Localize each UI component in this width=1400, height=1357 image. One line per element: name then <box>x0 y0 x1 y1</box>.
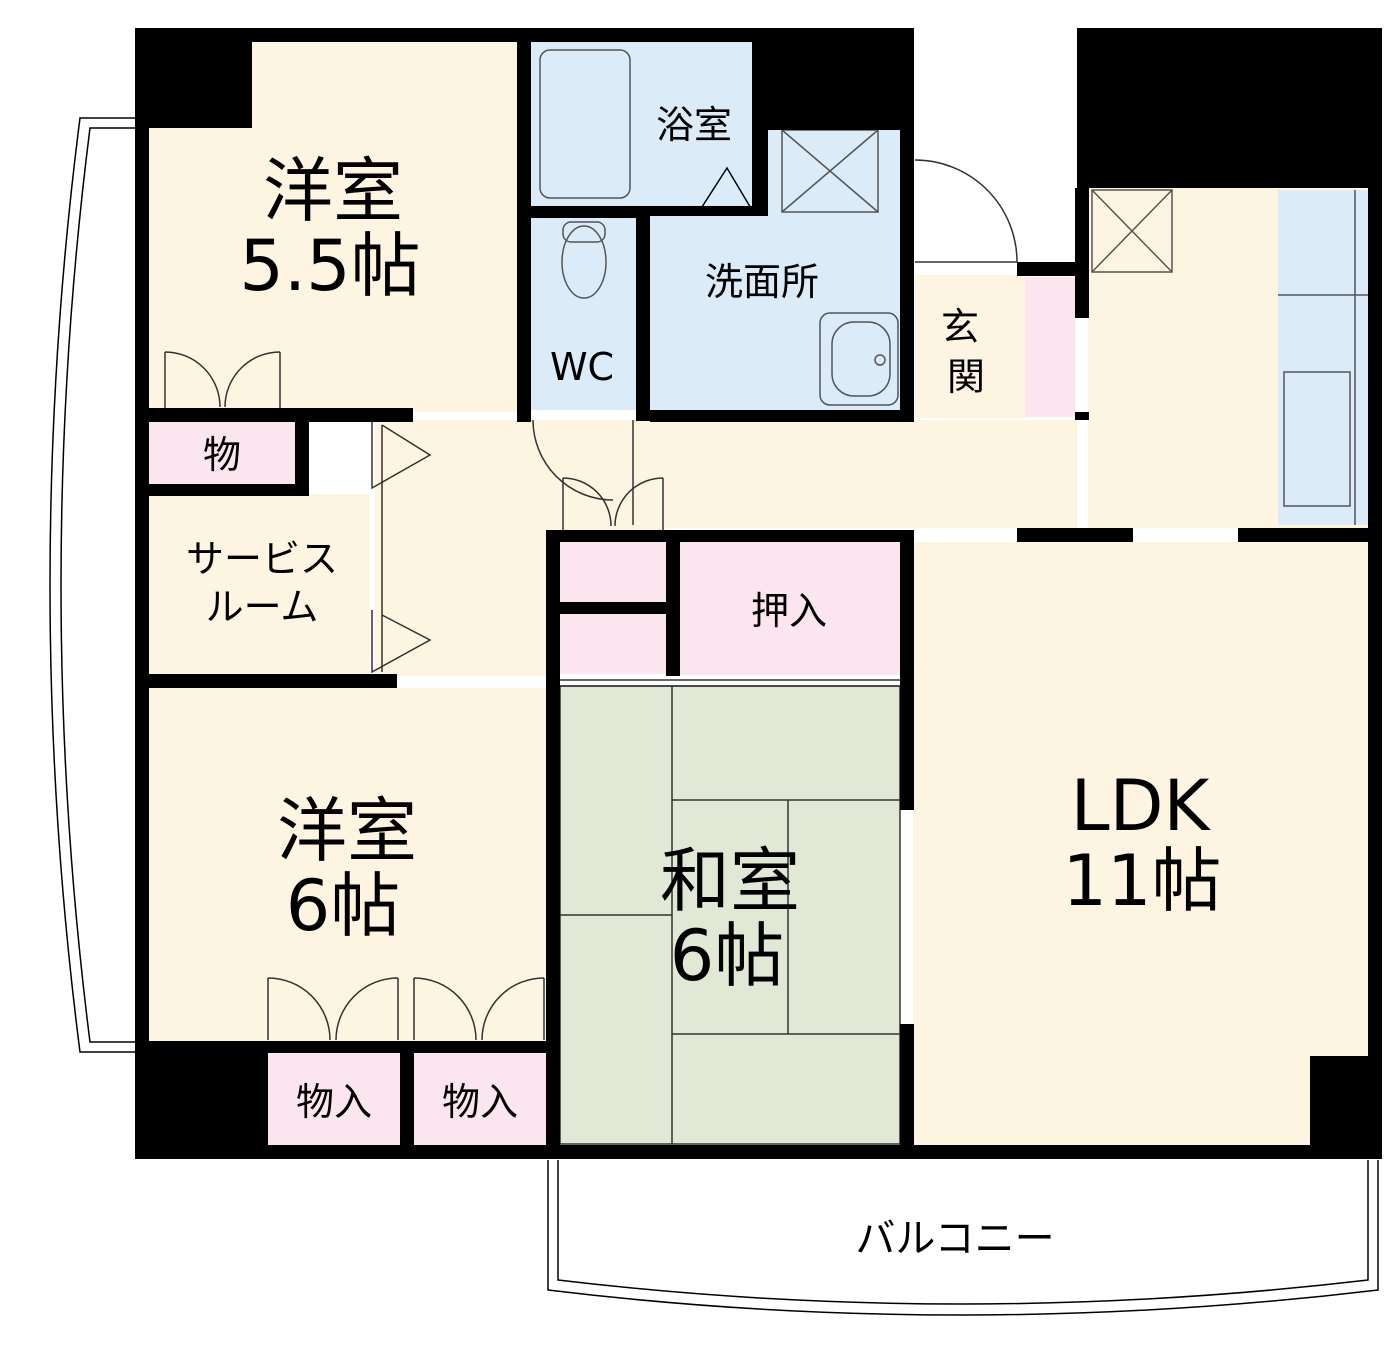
floor-hallway <box>308 420 1077 676</box>
wall-corner-tr <box>1077 28 1382 188</box>
wall-left-outer <box>135 28 149 1158</box>
oshiire-label: 押入 <box>751 589 827 633</box>
balcony-label: バルコニー <box>855 1216 1054 1262</box>
washroom-label: 洗面所 <box>705 260 819 304</box>
floor-closet-right <box>414 1052 546 1145</box>
entrance-char-2: 関 <box>947 355 985 399</box>
floor-bathroom <box>530 42 752 208</box>
bath-step <box>699 166 753 211</box>
toilet-label: WC <box>550 345 614 389</box>
wall-corner-bl <box>135 1041 268 1158</box>
kitchen-storage <box>1091 189 1173 273</box>
floor-toilet <box>530 218 636 410</box>
fixtures <box>539 49 1368 525</box>
western-room-1-size: 5.5帖 <box>239 225 420 307</box>
balcony <box>547 1160 1379 1316</box>
floor-western-room-1 <box>148 42 517 412</box>
bathtub <box>539 49 631 199</box>
floor-kitchen-counter <box>1278 190 1368 525</box>
floor-service-room <box>148 494 370 674</box>
floor-western-room-2 <box>148 688 546 1041</box>
service-room-line2: ルーム <box>206 585 319 629</box>
floor-storage-small <box>148 422 298 484</box>
bay-window <box>49 117 145 1053</box>
floor-mini-closet-2 <box>560 612 666 674</box>
floor-ldk <box>913 542 1370 1145</box>
entrance-char-1: 玄 <box>941 305 979 349</box>
walls <box>135 28 1382 1159</box>
ldk-name: LDK <box>1071 765 1212 847</box>
entrance-label: 玄 関 <box>941 305 991 399</box>
toilet-tank <box>562 221 606 243</box>
service-room-line1: サービス <box>186 537 338 581</box>
storage-small-label: 物 <box>203 433 241 477</box>
wall-right-outer <box>1368 28 1382 1158</box>
japanese-room-size: 6帖 <box>670 915 785 997</box>
floor-oshiire <box>680 540 900 675</box>
wall-v-western2 <box>546 530 560 1158</box>
closet-left-label: 物入 <box>296 1080 372 1124</box>
floor-mini-closet-1 <box>560 540 666 602</box>
wall-bottom <box>135 1145 1382 1159</box>
bathroom-label: 浴室 <box>656 103 732 147</box>
wall-v-bath <box>517 28 531 421</box>
closet-right-label: 物入 <box>442 1080 518 1124</box>
ldk-size: 11帖 <box>1062 840 1221 922</box>
washbasin <box>819 312 899 406</box>
floor-washroom <box>650 130 900 410</box>
western-room-2-name: 洋室 <box>277 790 417 872</box>
labels: 洋室 5.5帖 浴室 洗面所 WC 玄 関 物 サービス ルーム 押入 洋室 6… <box>186 103 1222 1262</box>
floor-fills <box>148 42 1370 1145</box>
wall-corner-tl <box>135 28 252 128</box>
floor-closet-left <box>268 1052 400 1145</box>
toilet-bowl <box>561 225 607 299</box>
kitchen-sink <box>1283 371 1351 507</box>
wall-v-washroom <box>900 28 914 418</box>
wall-v-japanese <box>900 530 914 810</box>
western-room-1-name: 洋室 <box>263 150 403 232</box>
wall-top-block <box>752 28 912 130</box>
floor-entrance <box>915 275 1025 418</box>
japanese-room-name: 和室 <box>660 840 800 922</box>
western-room-2-size: 6帖 <box>286 865 401 947</box>
floor-shoe-box <box>1025 277 1075 417</box>
wall-corner-br <box>1310 1056 1382 1158</box>
